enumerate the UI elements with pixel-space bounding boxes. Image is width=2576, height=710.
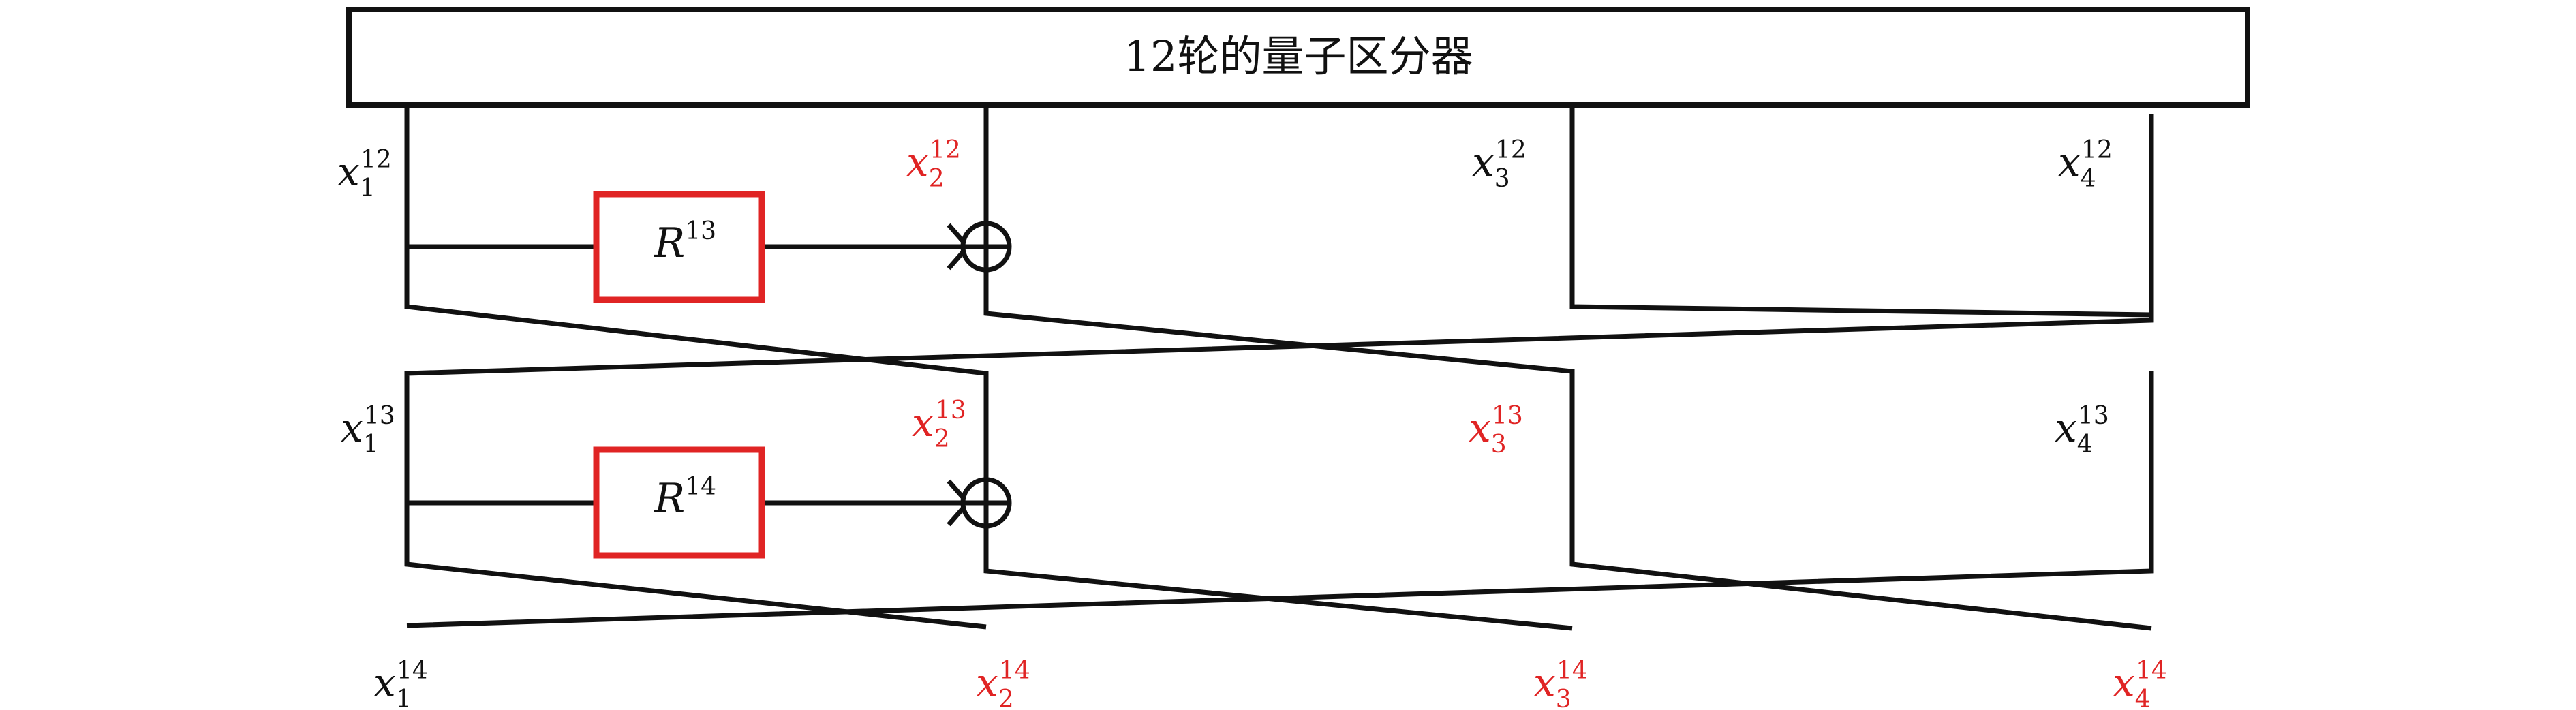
state-label-x3-12: x312	[1472, 136, 1527, 193]
state-label-x2-14: x214	[976, 657, 1030, 710]
state-label-base: x	[912, 399, 934, 446]
state-label-sub: 4	[2135, 685, 2151, 710]
state-label-sub: 1	[360, 174, 375, 202]
round-function-box	[593, 446, 765, 559]
distinguisher-box-frame	[346, 7, 2250, 108]
wire-branch-3-r1	[1569, 105, 2154, 318]
state-label-base: x	[1469, 405, 1491, 451]
state-label-base: x	[1472, 139, 1494, 185]
state-label-x3-14: x314	[1533, 657, 1588, 710]
state-label-base: x	[2058, 139, 2081, 185]
wire-branch-3-r2	[1569, 518, 2152, 631]
round-function-r14: R14	[593, 446, 765, 559]
wire-branch-1-r2b	[404, 518, 987, 630]
state-label-sub: 3	[1556, 685, 1571, 710]
state-label-x2-13: x213	[912, 397, 966, 453]
state-label-base: x	[976, 660, 998, 706]
state-label-x2-12: x212	[906, 136, 961, 193]
state-label-x1-13: x113	[341, 402, 395, 459]
state-label-sub: 3	[1494, 165, 1510, 193]
wire-branch-1-r1	[404, 105, 989, 518]
state-label-base: x	[341, 405, 363, 451]
state-label-sub: 2	[934, 425, 950, 453]
xor-r13	[960, 221, 1012, 273]
state-label-x1-14: x114	[373, 657, 428, 710]
state-label-sup: 13	[364, 402, 395, 430]
state-label-sup: 12	[361, 146, 392, 174]
state-label-sup: 12	[930, 136, 961, 164]
state-label-sub: 1	[363, 431, 379, 459]
state-label-x1-12: x112	[337, 146, 392, 202]
round-function-r13: R13	[593, 191, 765, 303]
state-label-sup: 13	[2078, 402, 2109, 430]
state-label-sup: 13	[1492, 402, 1523, 430]
state-label-sup: 14	[2136, 657, 2167, 685]
state-label-base: x	[337, 149, 360, 195]
state-label-sup: 12	[1495, 136, 1527, 164]
state-label-base: x	[1533, 660, 1556, 706]
wire-branch-2-r1	[983, 105, 1575, 518]
state-label-sup: 13	[935, 397, 966, 425]
state-label-sup: 14	[1557, 657, 1588, 685]
state-label-sup: 14	[999, 657, 1030, 685]
state-label-sub: 3	[1491, 431, 1507, 459]
state-label-base: x	[906, 139, 929, 185]
state-label-sub: 4	[2077, 431, 2093, 459]
state-label-x3-13: x313	[1469, 402, 1523, 459]
wire-branch-4-r1	[404, 315, 2154, 566]
round-function-box	[593, 191, 765, 303]
state-label-x4-14: x414	[2113, 657, 2167, 710]
state-label-sub: 2	[929, 165, 945, 193]
state-label-base: x	[2113, 660, 2135, 706]
state-label-sup: 14	[397, 657, 428, 685]
state-label-sub: 4	[2081, 165, 2096, 193]
round-function-label: R14	[654, 473, 716, 523]
distinguisher-title: 12轮的量子区分器	[1124, 31, 1473, 81]
round-2-wires	[404, 371, 2154, 631]
state-label-sub: 1	[396, 685, 412, 710]
state-label-sup: 12	[2081, 136, 2113, 164]
state-label-x4-13: x413	[2055, 402, 2109, 459]
state-label-sub: 2	[998, 685, 1014, 710]
distinguisher-box: 12轮的量子区分器	[346, 7, 2250, 108]
state-label-base: x	[373, 660, 396, 706]
round-function-label: R13	[654, 217, 716, 267]
state-label-x4-12: x412	[2058, 136, 2113, 193]
state-label-base: x	[2055, 405, 2077, 451]
round-1-wires	[404, 105, 2154, 566]
xor-r14	[960, 477, 1012, 529]
wire-branch-2-r2	[983, 518, 1573, 631]
wire-branch-4-r2	[406, 371, 2154, 628]
